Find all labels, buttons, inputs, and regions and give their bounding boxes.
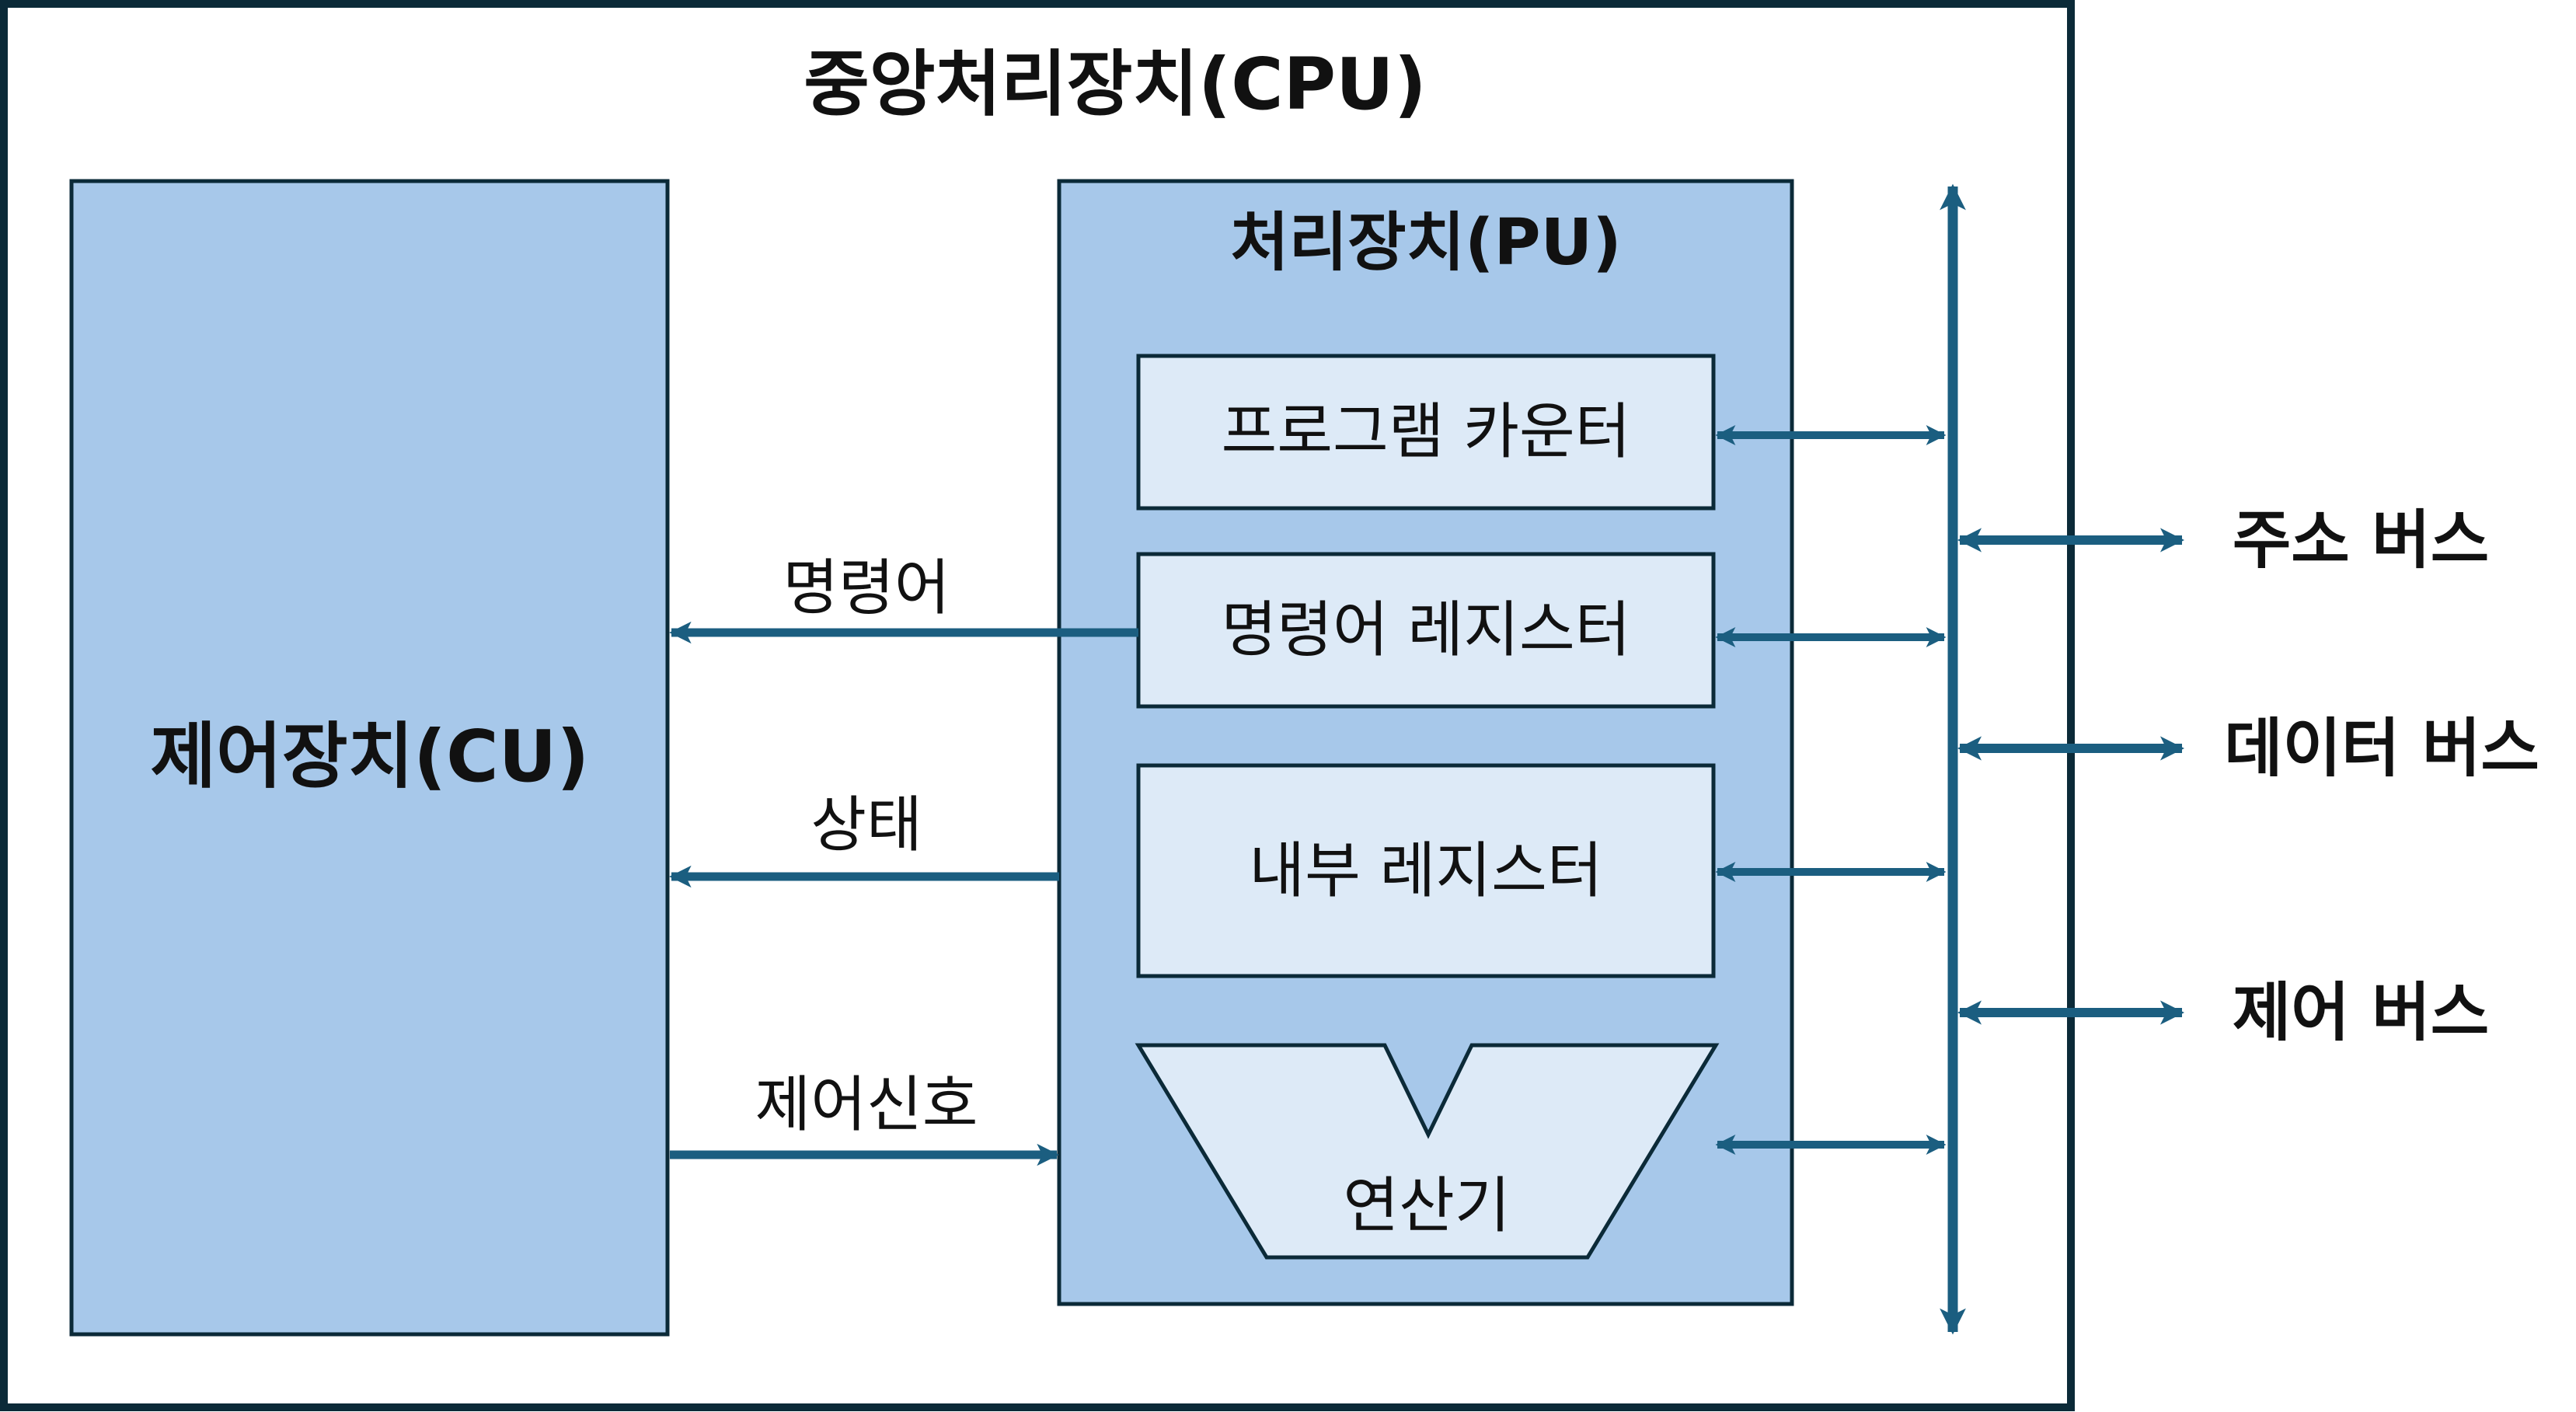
program-counter-box	[1136, 354, 1716, 511]
control-unit-block	[69, 179, 670, 1337]
internal-register-box	[1136, 763, 1716, 978]
instruction-register-box	[1136, 552, 1716, 709]
address-bus-label: 주소 버스	[2233, 504, 2489, 577]
processing-unit-title: 처리장치(PU)	[1230, 206, 1621, 280]
data-bus-label: 데이터 버스	[2224, 712, 2539, 786]
control-bus-label: 제어 버스	[2233, 976, 2489, 1050]
alu-shape	[1135, 1043, 1720, 1260]
program-counter-label: 프로그램 카운터	[1221, 397, 1630, 467]
cpu-title: 중앙처리장치(CPU)	[803, 43, 1427, 126]
internal-register-label: 내부 레지스터	[1249, 836, 1602, 906]
instruction-register-label: 명령어 레지스터	[1221, 595, 1630, 665]
instruction-signal-label: 명령어	[783, 553, 950, 623]
status-signal-label: 상태	[810, 790, 922, 860]
control-unit-label: 제어장치(CU)	[151, 715, 590, 798]
control-signal-label: 제어신호	[755, 1070, 978, 1140]
alu-label: 연산기	[1343, 1171, 1510, 1241]
